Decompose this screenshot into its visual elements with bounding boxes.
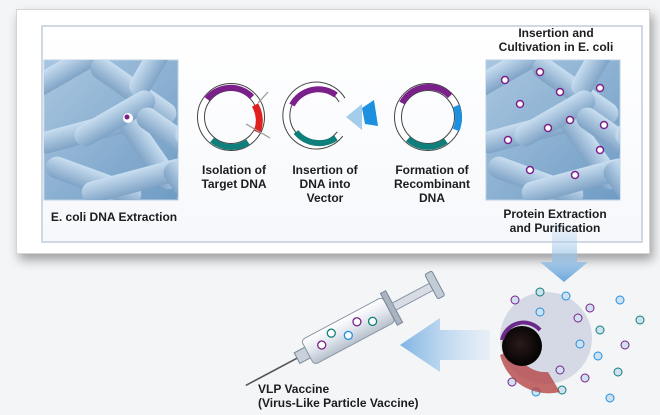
label-ecoli-dna-extraction: E. coli DNA Extraction [50,210,178,224]
ecoli-image [43,59,179,201]
ecoli-cultivation-image [485,59,621,201]
plasmid-isolation [197,83,271,151]
label-protein-extraction: Protein Extraction and Purification [503,207,607,235]
label-isolation-target-dna: Isolation of Target DNA [201,163,267,191]
syringe-icon [245,270,445,387]
left-arrow [400,318,490,372]
label-formation-recombinant: Formation of Recombinant DNA [393,163,470,205]
vlp-particle-icon [500,287,645,403]
plasmid-open-vector [282,81,378,150]
label-vlp-vaccine: VLP Vaccine (Virus-Like Particle Vaccine… [258,382,419,410]
label-insertion-cultivation: Insertion and Cultivation in E. coli [498,26,614,54]
down-arrow [540,225,588,282]
plasmid-recombinant [394,83,462,151]
label-insertion-into-vector: Insertion of DNA into Vector [292,163,358,205]
